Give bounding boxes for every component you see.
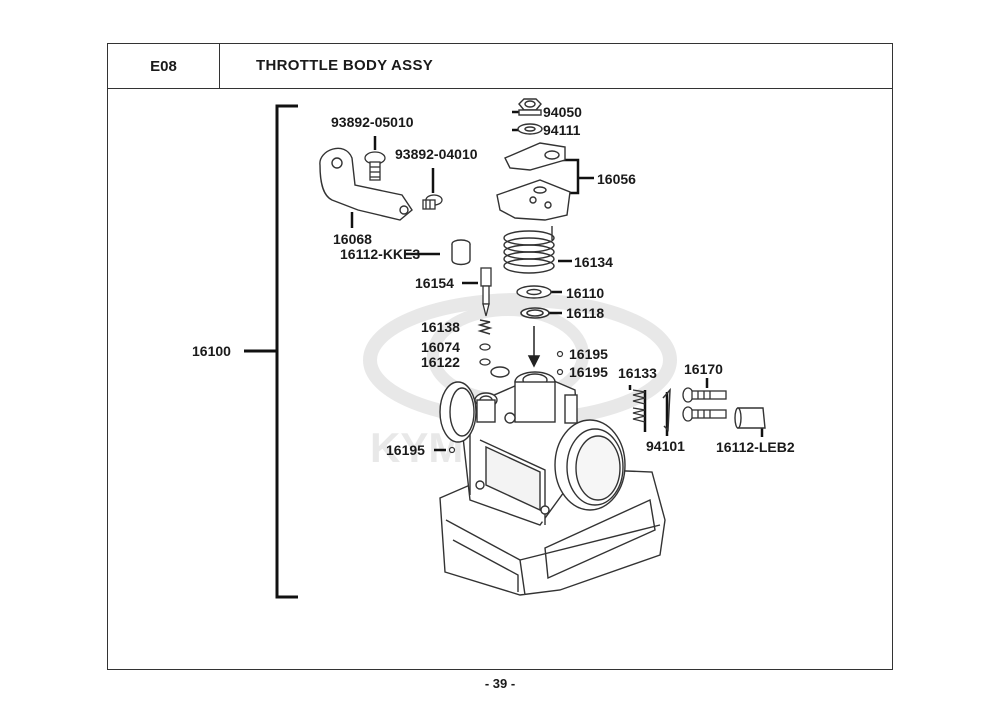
- part-94101-seal: [662, 387, 671, 432]
- label-94101: 94101: [646, 438, 685, 454]
- part-16074-oring: [479, 343, 491, 351]
- label-93892-04010: 93892-04010: [395, 146, 478, 162]
- label-94050: 94050: [543, 104, 582, 120]
- label-16112-leb2: 16112-LEB2: [716, 439, 795, 455]
- page-number: - 39 -: [484, 676, 516, 691]
- assembly-arrow: [527, 326, 541, 368]
- label-16134: 16134: [574, 254, 613, 270]
- part-16133-springs: [632, 389, 646, 423]
- assembly-bracket: [244, 104, 298, 599]
- label-16138: 16138: [421, 319, 460, 335]
- diagram-frame: E08 THROTTLE BODY ASSY: [107, 43, 893, 670]
- header-row: E08 THROTTLE BODY ASSY: [108, 44, 892, 89]
- part-16112-leb2-cap: [734, 407, 766, 429]
- part-16138-spring: [477, 319, 493, 335]
- label-16056: 16056: [597, 171, 636, 187]
- label-16154: 16154: [415, 275, 454, 291]
- section-title: THROTTLE BODY ASSY: [256, 57, 434, 74]
- label-16100: 16100: [192, 343, 231, 359]
- part-16154-needle: [480, 267, 492, 317]
- label-16110: 16110: [566, 285, 605, 301]
- label-16133: 16133: [618, 365, 657, 381]
- label-16122: 16122: [421, 354, 460, 370]
- part-94111-washer: [517, 123, 543, 135]
- label-16195-b: 16195: [569, 364, 608, 380]
- part-16195-balls: [448, 350, 564, 454]
- label-94111: 94111: [543, 122, 581, 138]
- label-16195-c: 16195: [386, 442, 425, 458]
- part-16134-spring: [503, 226, 555, 274]
- throttle-body: [439, 366, 666, 596]
- part-16170-screws: [682, 387, 727, 422]
- part-93892-04010-screw: [422, 194, 443, 210]
- part-93892-05010-screw: [364, 151, 386, 181]
- label-16118: 16118: [566, 305, 605, 321]
- section-code: E08: [108, 44, 220, 88]
- label-16195-a: 16195: [569, 346, 608, 362]
- part-16112-kke3-cap: [451, 239, 471, 266]
- label-93892-05010: 93892-05010: [331, 114, 414, 130]
- part-94050-nut: [518, 98, 542, 116]
- part-16122-oring: [479, 358, 491, 366]
- part-16056-plates: [496, 142, 571, 221]
- label-16170: 16170: [684, 361, 723, 377]
- part-16118-seal: [520, 307, 550, 319]
- part-16110-washer: [516, 285, 552, 299]
- part-16068-bracket: [319, 147, 413, 221]
- label-16068: 16068: [333, 231, 372, 247]
- label-16112-kke3: 16112-KKE3: [340, 246, 421, 262]
- label-16074: 16074: [421, 339, 460, 355]
